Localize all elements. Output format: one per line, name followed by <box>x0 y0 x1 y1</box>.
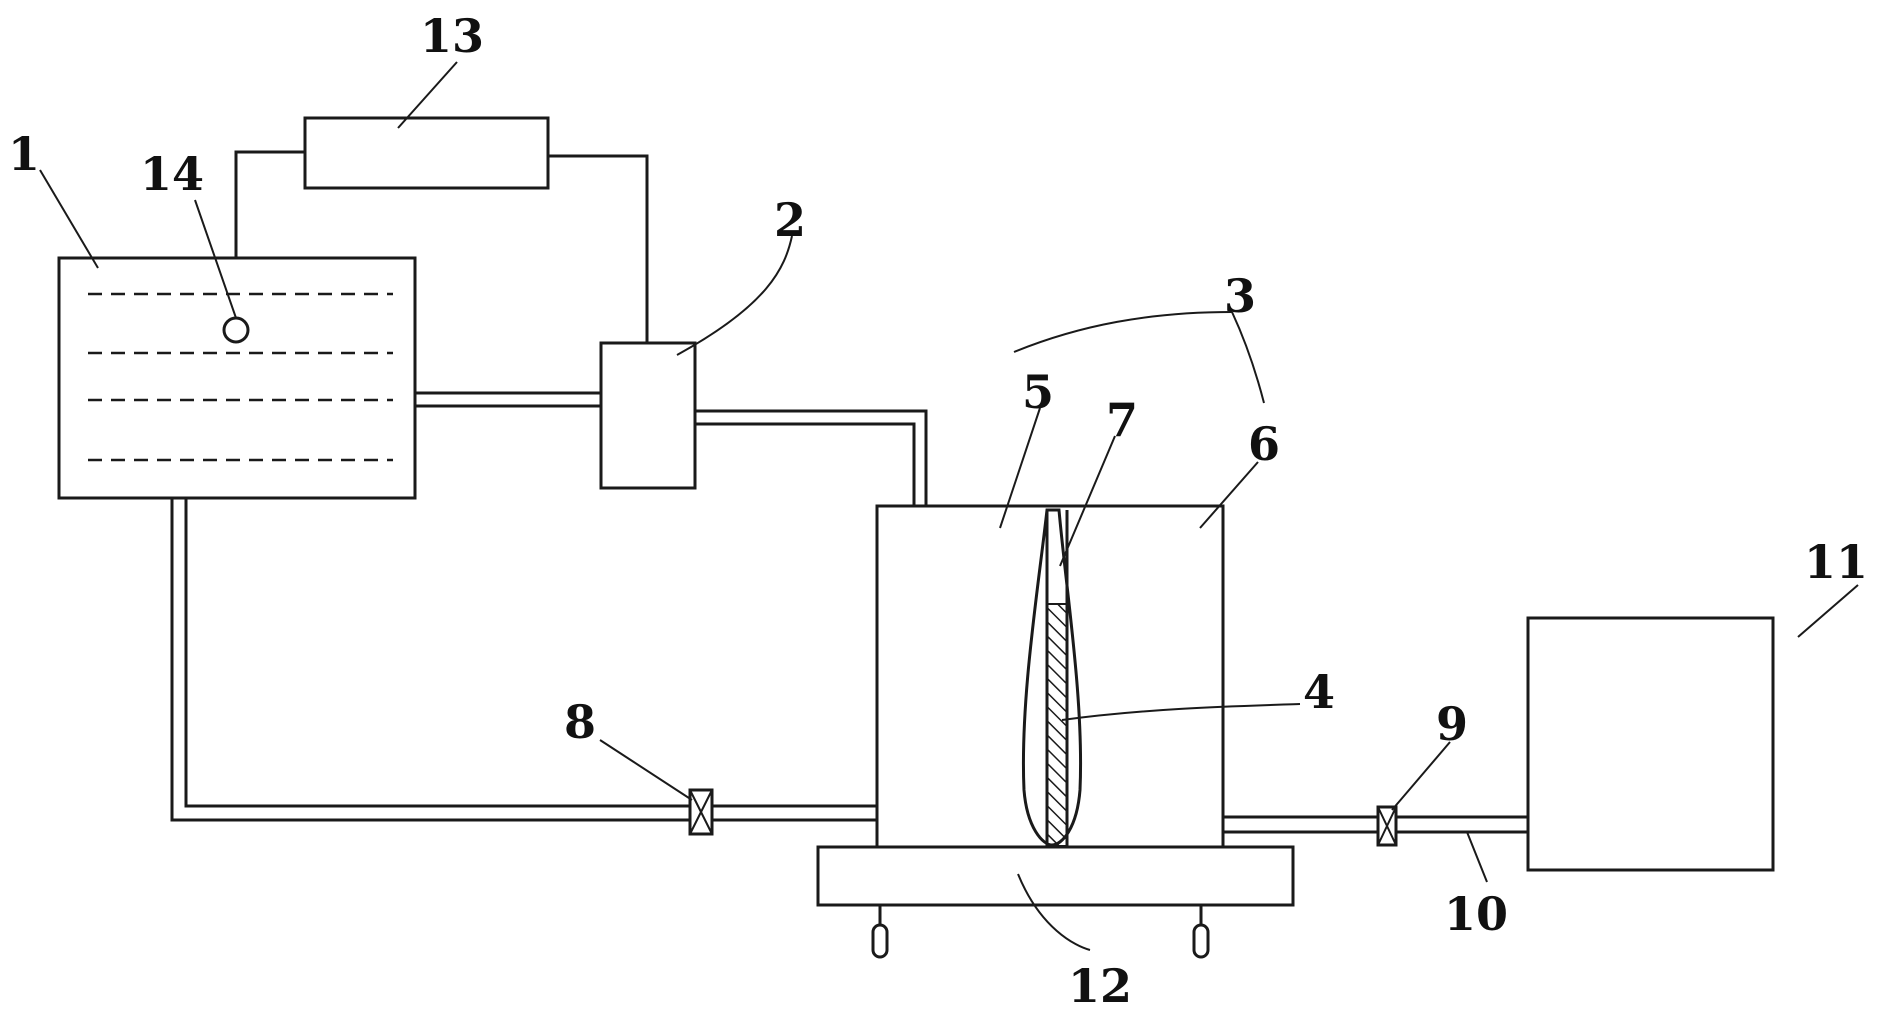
leader-line <box>1797 584 1859 638</box>
label-inlet-valve: 8 <box>564 695 596 749</box>
label-collector: 11 <box>1804 535 1868 589</box>
valve-cross <box>1377 806 1397 846</box>
leader-line <box>999 407 1041 529</box>
electrode-icon <box>871 923 889 959</box>
leader-line <box>1013 311 1233 353</box>
leader-line <box>194 199 237 319</box>
core-hatched <box>1046 603 1068 847</box>
leader-line <box>397 61 458 129</box>
return-pipe-inner <box>184 498 690 808</box>
return-pipe-outer <box>170 498 690 822</box>
leader-line <box>1199 461 1259 529</box>
supply-pipe-outer <box>695 409 928 506</box>
leader-line <box>39 169 99 269</box>
electrode-icon <box>1192 923 1210 959</box>
pump-box <box>599 341 697 490</box>
label-outlet-valve: 9 <box>1436 697 1468 751</box>
collector-box <box>1526 616 1775 872</box>
label-outlet-pipe: 10 <box>1444 887 1508 941</box>
supply-pipe-inner <box>695 422 916 506</box>
label-core: 7 <box>1106 393 1138 447</box>
label-left-half: 5 <box>1022 365 1054 419</box>
controller-box <box>303 116 550 190</box>
label-pump: 2 <box>774 193 806 247</box>
leader-line <box>676 235 793 356</box>
label-mold-assembly: 3 <box>1224 269 1256 323</box>
valve-cross <box>689 789 713 835</box>
leader-line <box>1231 311 1265 404</box>
heating-plate <box>816 845 1295 907</box>
label-workpiece: 4 <box>1303 665 1335 719</box>
sensor-icon <box>222 316 250 344</box>
label-sensor: 14 <box>140 147 204 201</box>
leader-line <box>1061 703 1301 721</box>
leader-line <box>1391 741 1451 811</box>
leader-line <box>1059 435 1116 567</box>
reservoir-tank <box>57 256 417 500</box>
pump-wire <box>548 154 649 343</box>
label-right-half: 6 <box>1248 417 1280 471</box>
label-reservoir: 1 <box>8 127 40 181</box>
leader-line <box>1466 831 1488 883</box>
label-controller: 13 <box>420 9 484 63</box>
label-heating-plate: 12 <box>1068 959 1132 1013</box>
leader-line <box>599 739 693 801</box>
leader-line <box>1017 873 1091 951</box>
